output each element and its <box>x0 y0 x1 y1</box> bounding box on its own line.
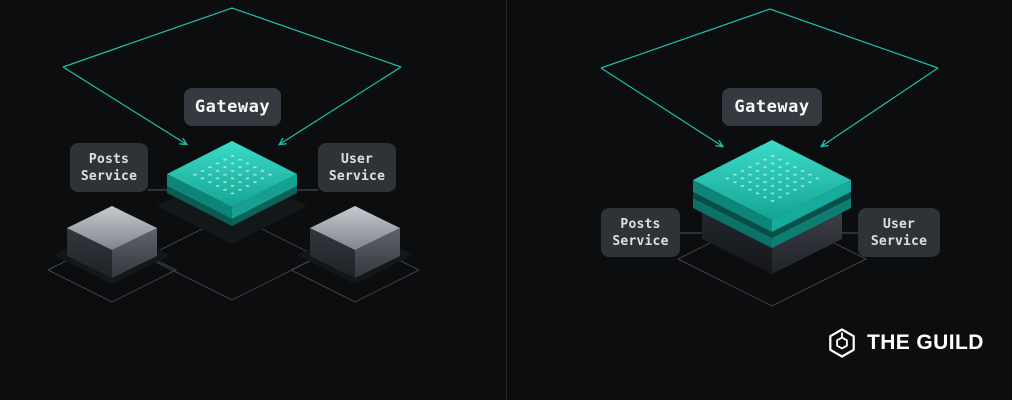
cube-top-face <box>310 206 400 250</box>
label-line-2: Service <box>612 233 669 249</box>
cube-left-face <box>702 207 772 274</box>
guide-arrow-to-gateway-right-1 <box>600 67 722 146</box>
platform-right-face-dark-band <box>232 186 297 226</box>
gateway-wireframe-plane-right <box>676 211 868 307</box>
posts-service-cube-left <box>67 206 157 278</box>
platform-left-face-stripe <box>693 192 772 238</box>
gateway-label-left: Gateway <box>184 88 281 126</box>
guide-arrow-to-gateway-right-2 <box>822 67 939 146</box>
cube-top-face <box>67 206 157 250</box>
brand-logo-text: THE GUILD <box>867 331 984 354</box>
platform-right-face-stripe <box>772 192 851 238</box>
gateway-routing-guide-right <box>600 8 939 146</box>
label-line-1: Posts <box>620 216 661 232</box>
label-line-2: Service <box>328 168 386 184</box>
posts-service-label-right: Posts Service <box>601 208 680 257</box>
guide-arrow-to-gateway-left-1 <box>62 66 186 144</box>
outer-hexagon <box>829 328 855 358</box>
platform-left-face-lower-band <box>693 198 772 248</box>
label-line-1: User <box>340 151 374 167</box>
platform-right-face <box>772 180 851 232</box>
platform-dot-grid <box>720 152 824 204</box>
label-line-1: Posts <box>88 151 130 167</box>
posts-service-label-left: Posts Service <box>70 143 148 192</box>
platform-right-face-lower-band <box>772 198 851 248</box>
user-service-label-right: User Service <box>858 208 940 257</box>
guide-diamond-top-right <box>600 8 939 69</box>
platform-left-face <box>693 180 772 232</box>
left-panel <box>46 7 421 303</box>
platform-left-face <box>167 174 232 219</box>
guide-arrow-to-gateway-left-2 <box>280 66 402 144</box>
inner-hexagon <box>836 336 848 350</box>
cube-left-face <box>310 228 355 278</box>
brand-logo: THE GUILD <box>826 327 984 359</box>
platform-left-face-dark-band <box>167 186 232 226</box>
label-line-2: Service <box>80 168 138 184</box>
gateway-routing-guide-left <box>62 7 402 144</box>
gateway-label-right: Gateway <box>722 88 822 126</box>
right-panel <box>600 8 939 307</box>
guild-hexagon-icon <box>829 328 855 358</box>
gateway-platform-right <box>693 140 851 248</box>
platform-dot-grid <box>189 152 275 196</box>
panel-divider <box>506 0 507 400</box>
cube-right-face <box>112 228 157 278</box>
cube-left-face <box>67 228 112 278</box>
user-service-label-left: User Service <box>318 143 396 192</box>
label-line-2: Service <box>870 233 928 249</box>
guide-diamond-top-left <box>62 7 402 68</box>
user-service-cube-left <box>310 206 400 278</box>
gateway-platform-left <box>167 141 297 226</box>
label-line-1: User <box>882 216 916 232</box>
platform-right-face <box>232 174 297 219</box>
gateway-wireframe-plane-left <box>144 213 320 301</box>
cube-right-face <box>355 228 400 278</box>
cube-right-face <box>772 207 842 274</box>
